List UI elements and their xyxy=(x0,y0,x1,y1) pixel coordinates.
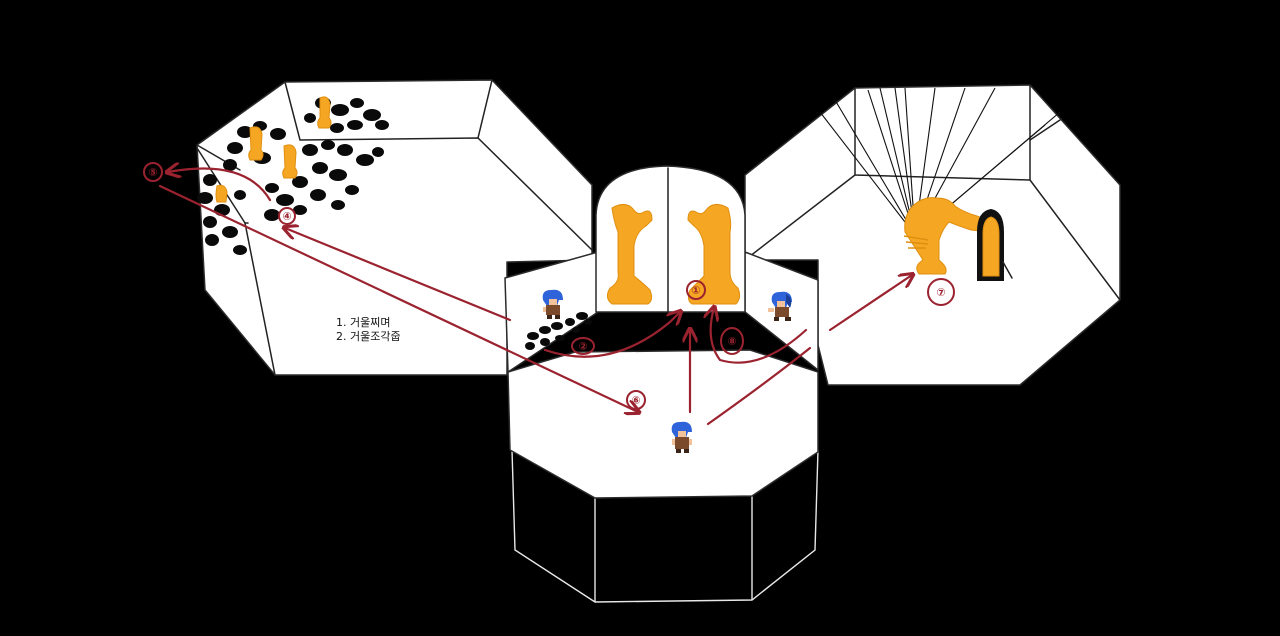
svg-text:⑧: ⑧ xyxy=(727,335,736,348)
path-arrows xyxy=(158,169,912,426)
rock-cluster-center xyxy=(525,312,592,350)
marker-7: ⑦ xyxy=(927,278,955,306)
svg-text:⑤: ⑤ xyxy=(148,166,157,179)
marker-8: ⑧ xyxy=(720,327,744,355)
arrow-into-right-room xyxy=(828,275,912,332)
svg-text:⑥: ⑥ xyxy=(631,394,640,407)
svg-text:①: ① xyxy=(691,284,700,297)
marker-4: ④ xyxy=(278,207,296,225)
arched-door xyxy=(595,165,746,313)
marker-5: ⑤ xyxy=(143,162,163,182)
svg-text:④: ④ xyxy=(282,210,291,223)
arrow-rocks-to-door xyxy=(543,312,680,358)
svg-text:⑦: ⑦ xyxy=(936,286,945,299)
step-markers: ① ② ④ ⑤ ⑥ ⑦ ⑧ xyxy=(143,162,955,410)
player-sprite-right xyxy=(768,291,792,321)
arrow-to-right-room xyxy=(706,346,812,426)
marker-2: ② xyxy=(571,337,595,355)
player-sprite-left xyxy=(542,289,563,319)
arrow-exit-left xyxy=(168,169,272,202)
note-list: 1. 거울찌며 2. 거울조각줍 xyxy=(336,316,401,343)
mirror xyxy=(977,208,1013,281)
statue-figures-left xyxy=(215,96,332,203)
svg-text:②: ② xyxy=(578,340,587,353)
marker-6: ⑥ xyxy=(626,390,646,410)
arrow-back-to-center xyxy=(158,184,638,412)
arrow-loop-to-door xyxy=(711,308,808,364)
note-item-2: 2. 거울조각줍 xyxy=(336,330,401,343)
note-item-1: 1. 거울찌며 xyxy=(336,316,390,329)
arrow-to-left-room xyxy=(285,228,512,322)
player-sprite-center xyxy=(671,421,692,453)
rock-cluster-left xyxy=(197,97,389,255)
marker-1: ① xyxy=(686,280,706,300)
